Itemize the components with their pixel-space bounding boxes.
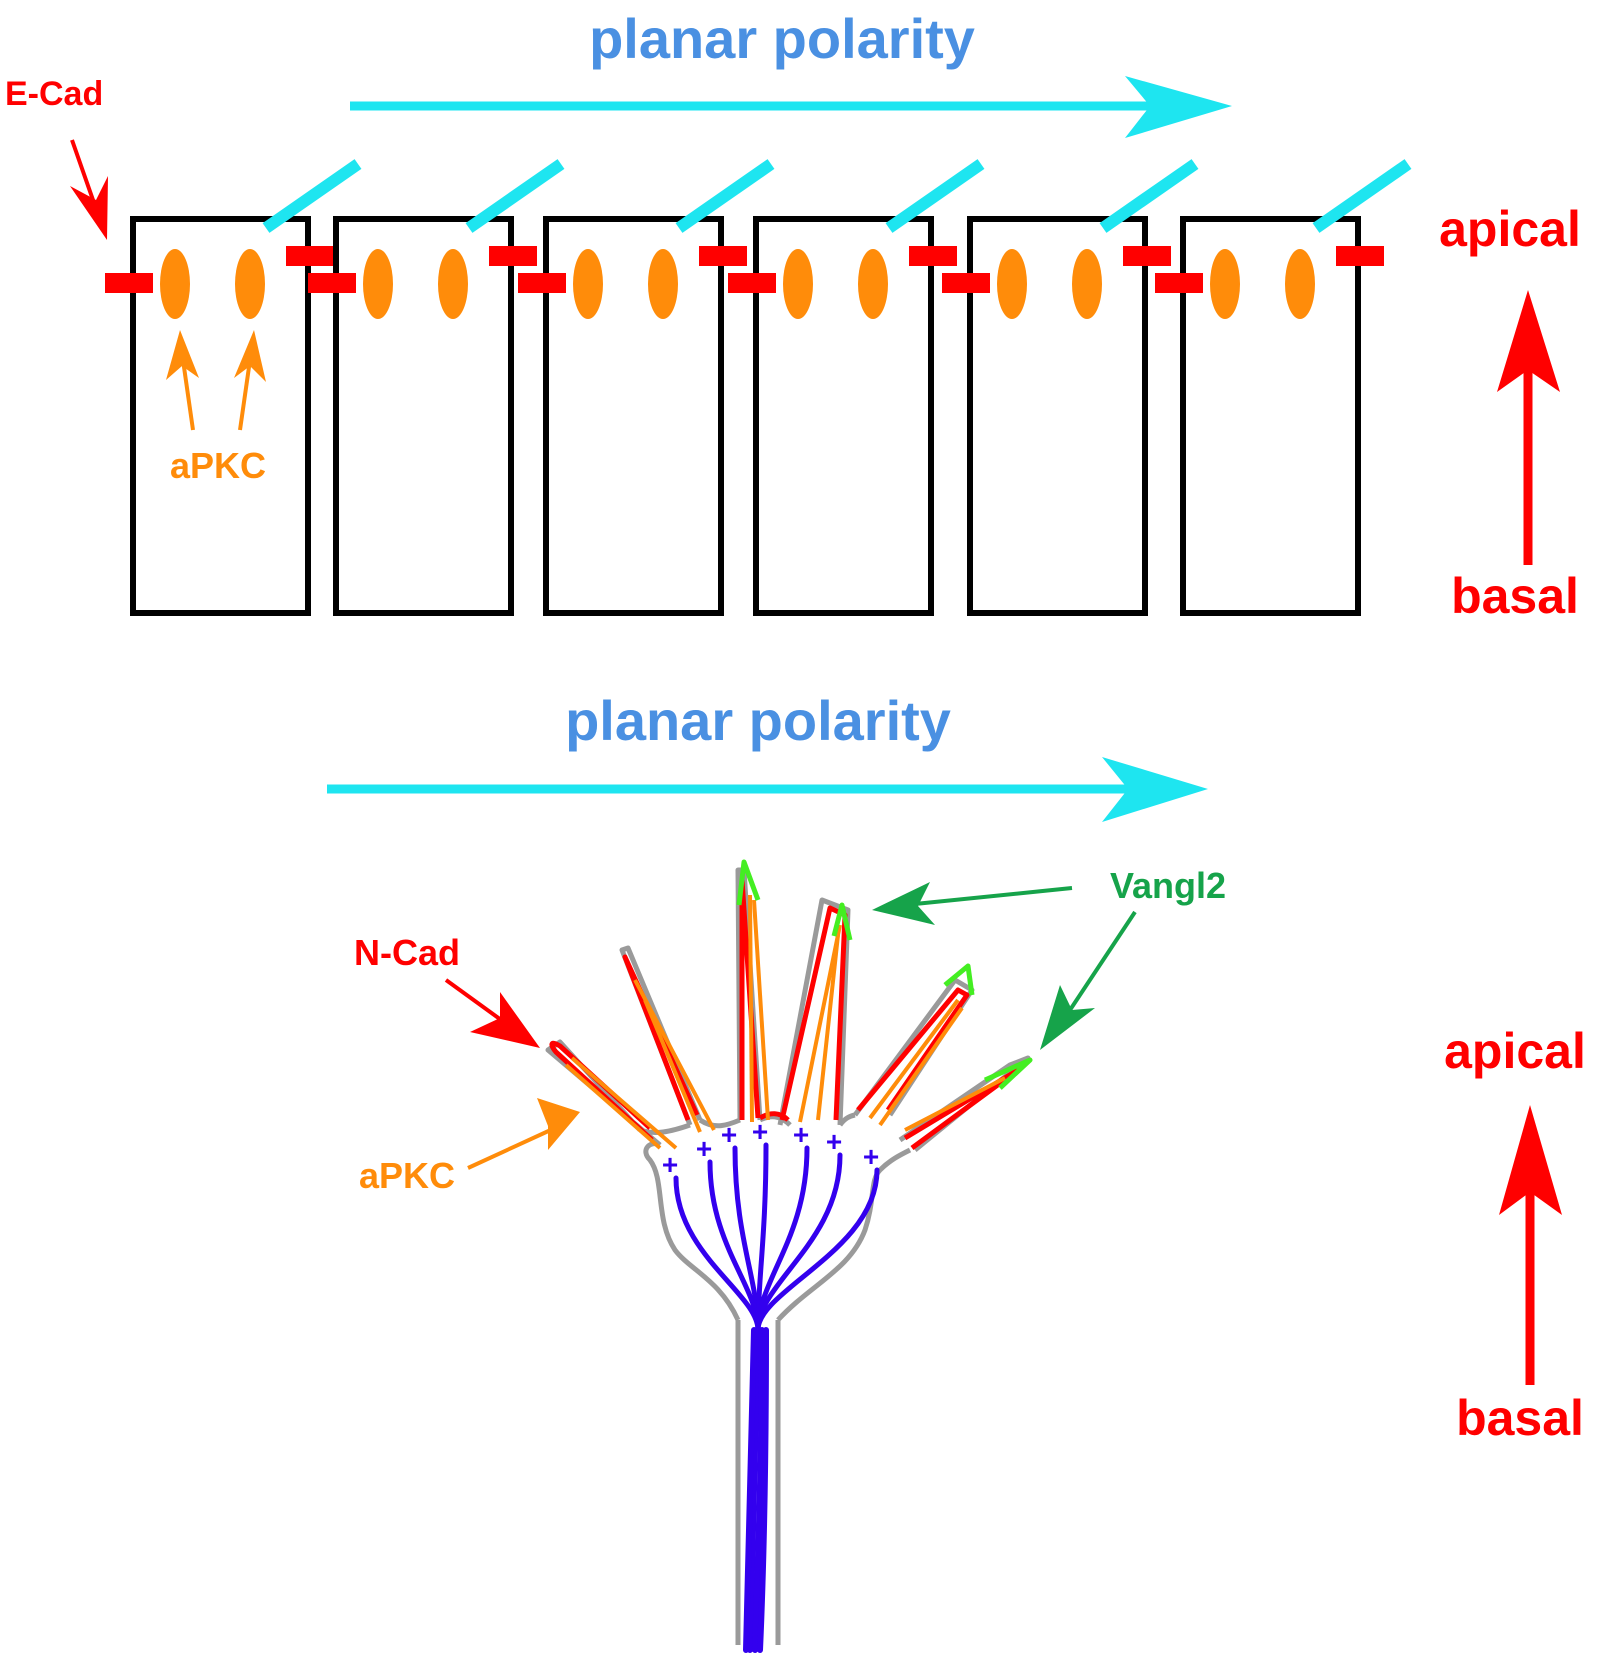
ecad-junction-left [308,273,356,293]
top-title: planar polarity [589,7,975,70]
cell-outline [333,216,514,616]
cell-2 [308,159,565,616]
apkc-spot [363,249,393,319]
cell-6 [1155,159,1412,616]
ecad-junction-right [1123,246,1171,266]
plus-end-symbol: + [721,1119,737,1150]
apical-basal-arrow-bottom [1499,1105,1562,1385]
basal-label-bottom: basal [1456,1390,1584,1446]
cell-4 [728,159,985,616]
microtubule-plus-ends: + + + + + + + [662,1116,879,1180]
apkc-pointer-arrow-bottom [467,1098,580,1170]
plus-end-symbol: + [793,1119,809,1150]
cilium [675,159,775,233]
bottom-panel: planar polarity [327,689,1586,1653]
ncad-pointer-arrow [444,978,540,1048]
ecad-junction-left [942,273,990,293]
apkc-spot [160,249,190,319]
vangl2-tips [736,859,1033,1090]
axon-microtubule-bundle [743,1327,769,1653]
cell-outline [1180,216,1361,616]
microtubule [755,1167,880,1333]
basal-label-top: basal [1451,568,1579,624]
bottom-planar-arrow [327,757,1208,822]
microtubule [707,1159,761,1333]
epithelial-cells [105,159,1412,616]
apkc-spot [858,249,888,319]
apkc-label-bottom: aPKC [359,1155,455,1196]
apkc-pointer-arrows [166,330,266,431]
cell-outline [130,216,311,616]
vangl2-label: Vangl2 [1110,865,1226,906]
cell-outline [967,216,1148,616]
apkc-spot [1072,249,1102,319]
ecad-junction-right [489,246,537,266]
cilium [1312,159,1412,233]
cilium [465,159,565,233]
apkc-spot [783,249,813,319]
apkc-spot [997,249,1027,319]
ecad-junction-right [909,246,957,266]
ecad-junction-left [1155,273,1203,293]
ecad-junction-left [518,273,566,293]
apkc-label-top: aPKC [170,445,266,486]
apkc-spot [235,249,265,319]
plus-end-symbol: + [696,1133,712,1164]
ecad-junction-right [699,246,747,266]
bottom-title: planar polarity [565,689,951,752]
apkc-spot [573,249,603,319]
top-panel: planar polarity E-Cad aPKC apical basal [5,7,1581,624]
plus-end-symbol: + [752,1116,768,1147]
apkc-spot [438,249,468,319]
vangl2-pointer-arrows [872,882,1137,1050]
ecad-junction-left [105,273,153,293]
neuron-outline [545,867,1031,1645]
microtubules [673,1142,880,1333]
apkc-lining [564,894,1006,1150]
ncad-label: N-Cad [354,932,460,973]
cilium [1099,159,1199,233]
ecad-pointer-arrow [70,139,108,240]
cilium [262,159,362,233]
plus-end-symbol: + [826,1126,842,1157]
apkc-spot [1285,249,1315,319]
ecad-label: E-Cad [5,75,103,113]
plus-end-symbol: + [863,1141,879,1172]
ecad-junction-right [1336,246,1384,266]
cell-5 [942,159,1199,616]
cilium [885,159,985,233]
ecad-junction-left [728,273,776,293]
microtubule [755,1152,843,1333]
apical-label-top: apical [1439,201,1581,257]
ecad-junction-right [286,246,334,266]
top-planar-arrow [350,76,1232,138]
apkc-spot [648,249,678,319]
cell-outline [753,216,934,616]
plus-end-symbol: + [662,1149,678,1180]
cell-1 [105,159,362,616]
cell-3 [518,159,775,616]
apkc-spot [1210,249,1240,319]
apical-label-bottom: apical [1444,1023,1586,1079]
apical-basal-arrow-top [1497,290,1560,565]
cell-outline [543,216,724,616]
